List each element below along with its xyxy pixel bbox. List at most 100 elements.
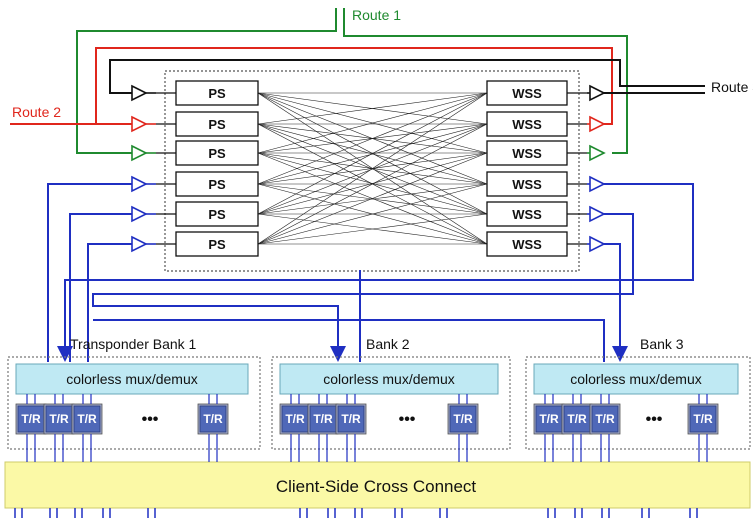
- ps-label: PS: [208, 177, 226, 192]
- drop-line-2: [92, 213, 634, 362]
- transceiver: T/R: [197, 394, 229, 462]
- transceiver: T/R: [447, 394, 479, 462]
- route3-label: Route 3: [711, 79, 753, 95]
- transceiver: T/R: [71, 394, 103, 462]
- transceiver-label: T/R: [567, 412, 587, 426]
- wss-label: WSS: [512, 237, 542, 252]
- client-cross-connect-box: [4, 461, 751, 509]
- wss-label: WSS: [512, 146, 542, 161]
- wss-label: WSS: [512, 117, 542, 132]
- transceiver-box: [591, 405, 619, 433]
- ps-box: [175, 171, 259, 197]
- input-amplifier-icon: [131, 144, 148, 162]
- transceiver-label: T/R: [539, 412, 559, 426]
- transceiver-label: T/R: [341, 412, 361, 426]
- transceiver-label: T/R: [595, 412, 615, 426]
- bank-label: Bank 3: [640, 336, 684, 352]
- transceiver-box: [73, 405, 101, 433]
- ps-block: PS: [175, 140, 259, 166]
- add-line-2: [69, 213, 132, 362]
- mesh-link: [257, 123, 488, 185]
- more-transceivers-ellipsis: •••: [142, 411, 159, 428]
- output-amplifier-icon: [589, 144, 606, 162]
- input-amplifier-icon: [131, 84, 148, 102]
- mux-demux-label: colorless mux/demux: [570, 371, 702, 387]
- wss-block: WSS: [486, 80, 568, 106]
- input-amplifier-icon: [131, 205, 148, 223]
- ps-label: PS: [208, 117, 226, 132]
- transceiver: T/R: [43, 394, 75, 462]
- transceiver-label: T/R: [285, 412, 305, 426]
- transceiver-label: T/R: [77, 412, 97, 426]
- wss-box: [486, 201, 568, 227]
- bank-frame: [7, 356, 261, 450]
- wss-column: WSS WSS WSS WSS WSS WSS: [486, 80, 568, 257]
- input-amplifier-icon: [131, 115, 148, 133]
- transceiver: T/R: [561, 394, 593, 462]
- wss-box: [486, 231, 568, 257]
- drop-line-3: [604, 243, 628, 362]
- route2-out-line: [95, 47, 613, 125]
- route1-out-line: [343, 8, 628, 154]
- transceiver-box: [199, 405, 227, 433]
- ps-wss-mesh: [156, 92, 587, 245]
- transceiver-box: [689, 405, 717, 433]
- transceiver: T/R: [533, 394, 565, 462]
- ps-label: PS: [208, 86, 226, 101]
- transceiver-box: [449, 405, 477, 433]
- bank-frame: [271, 356, 511, 450]
- route3-in-line: [109, 59, 705, 94]
- mesh-link: [257, 92, 488, 185]
- transceiver-box: [281, 405, 309, 433]
- mesh-link: [257, 92, 488, 125]
- client-cross-connect: Client-Side Cross Connect: [4, 461, 751, 509]
- transceiver: T/R: [15, 394, 47, 462]
- bank-frame: [525, 356, 751, 450]
- output-amplifier-icon: [589, 115, 606, 133]
- transceiver-box: [309, 405, 337, 433]
- drop-line-1: [57, 183, 694, 362]
- transceiver-box: [563, 405, 591, 433]
- more-transceivers-ellipsis: •••: [646, 411, 663, 428]
- transceiver-label: T/R: [453, 412, 473, 426]
- wss-box: [486, 80, 568, 106]
- output-amplifier-icon: [589, 205, 606, 223]
- wss-block: WSS: [486, 201, 568, 227]
- transceiver-box: [17, 405, 45, 433]
- transceiver: T/R: [335, 394, 367, 462]
- ps-label: PS: [208, 237, 226, 252]
- transceiver-box: [337, 405, 365, 433]
- output-amplifier-icon: [589, 175, 606, 193]
- route-lines: [10, 8, 705, 154]
- add-line-3: [87, 243, 132, 362]
- transceiver-label: T/R: [693, 412, 713, 426]
- mux-demux-box: [15, 363, 249, 395]
- wss-block: WSS: [486, 111, 568, 137]
- ps-box: [175, 201, 259, 227]
- add-drop-lines: [47, 183, 694, 362]
- wss-block: WSS: [486, 171, 568, 197]
- ps-block: PS: [175, 111, 259, 137]
- ps-block: PS: [175, 201, 259, 227]
- route1-in-line: [76, 8, 337, 154]
- ps-column: PS PS PS PS PS PS: [175, 80, 259, 257]
- mesh-link: [257, 123, 488, 245]
- mesh-link: [257, 213, 488, 245]
- wss-box: [486, 111, 568, 137]
- mux-demux-label: colorless mux/demux: [66, 371, 198, 387]
- ps-box: [175, 80, 259, 106]
- bank-label: Transponder Bank 1: [70, 336, 197, 352]
- ps-block: PS: [175, 80, 259, 106]
- mux-demux-box: [279, 363, 499, 395]
- ps-block: PS: [175, 171, 259, 197]
- mesh-link: [257, 92, 488, 154]
- bank-label: Bank 2: [366, 336, 410, 352]
- mesh-link: [257, 152, 488, 215]
- ps-box: [175, 140, 259, 166]
- transceiver-label: T/R: [21, 412, 41, 426]
- ps-label: PS: [208, 207, 226, 222]
- mesh-link: [257, 123, 488, 215]
